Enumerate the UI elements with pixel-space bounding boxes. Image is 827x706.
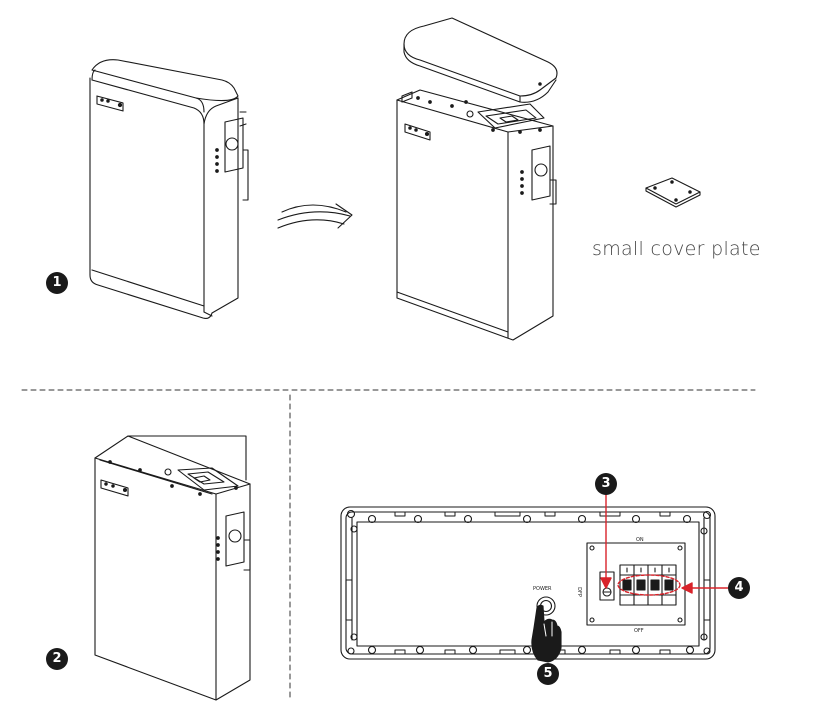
step-4-badge: 4 xyxy=(728,577,750,599)
on-label: ON xyxy=(636,537,644,543)
step-5-badge: 5 xyxy=(537,663,559,685)
breaker-module xyxy=(586,542,686,626)
step-3-badge: 3 xyxy=(595,473,617,495)
battery-cover-removed xyxy=(396,89,557,341)
battery-with-cover xyxy=(89,59,249,319)
control-panel-frame xyxy=(340,506,716,660)
frame-tabs xyxy=(394,511,671,655)
dfp-label: DFP xyxy=(575,587,582,597)
panel-dividers xyxy=(21,389,756,701)
panel-screws xyxy=(346,509,712,655)
battery-top-view xyxy=(94,435,251,701)
step-1-badge: 1 xyxy=(46,272,68,294)
transition-arrow-icon xyxy=(277,203,353,229)
removed-top-cover xyxy=(403,17,558,103)
pressing-hand-icon xyxy=(531,604,562,663)
small-cover-plate-label: small cover plate xyxy=(592,238,761,260)
step-2-badge: 2 xyxy=(46,648,68,670)
off-label: OFF xyxy=(634,628,644,634)
power-label: POWER xyxy=(533,586,552,592)
red-callouts xyxy=(600,491,729,596)
small-cover-plate xyxy=(645,177,701,208)
